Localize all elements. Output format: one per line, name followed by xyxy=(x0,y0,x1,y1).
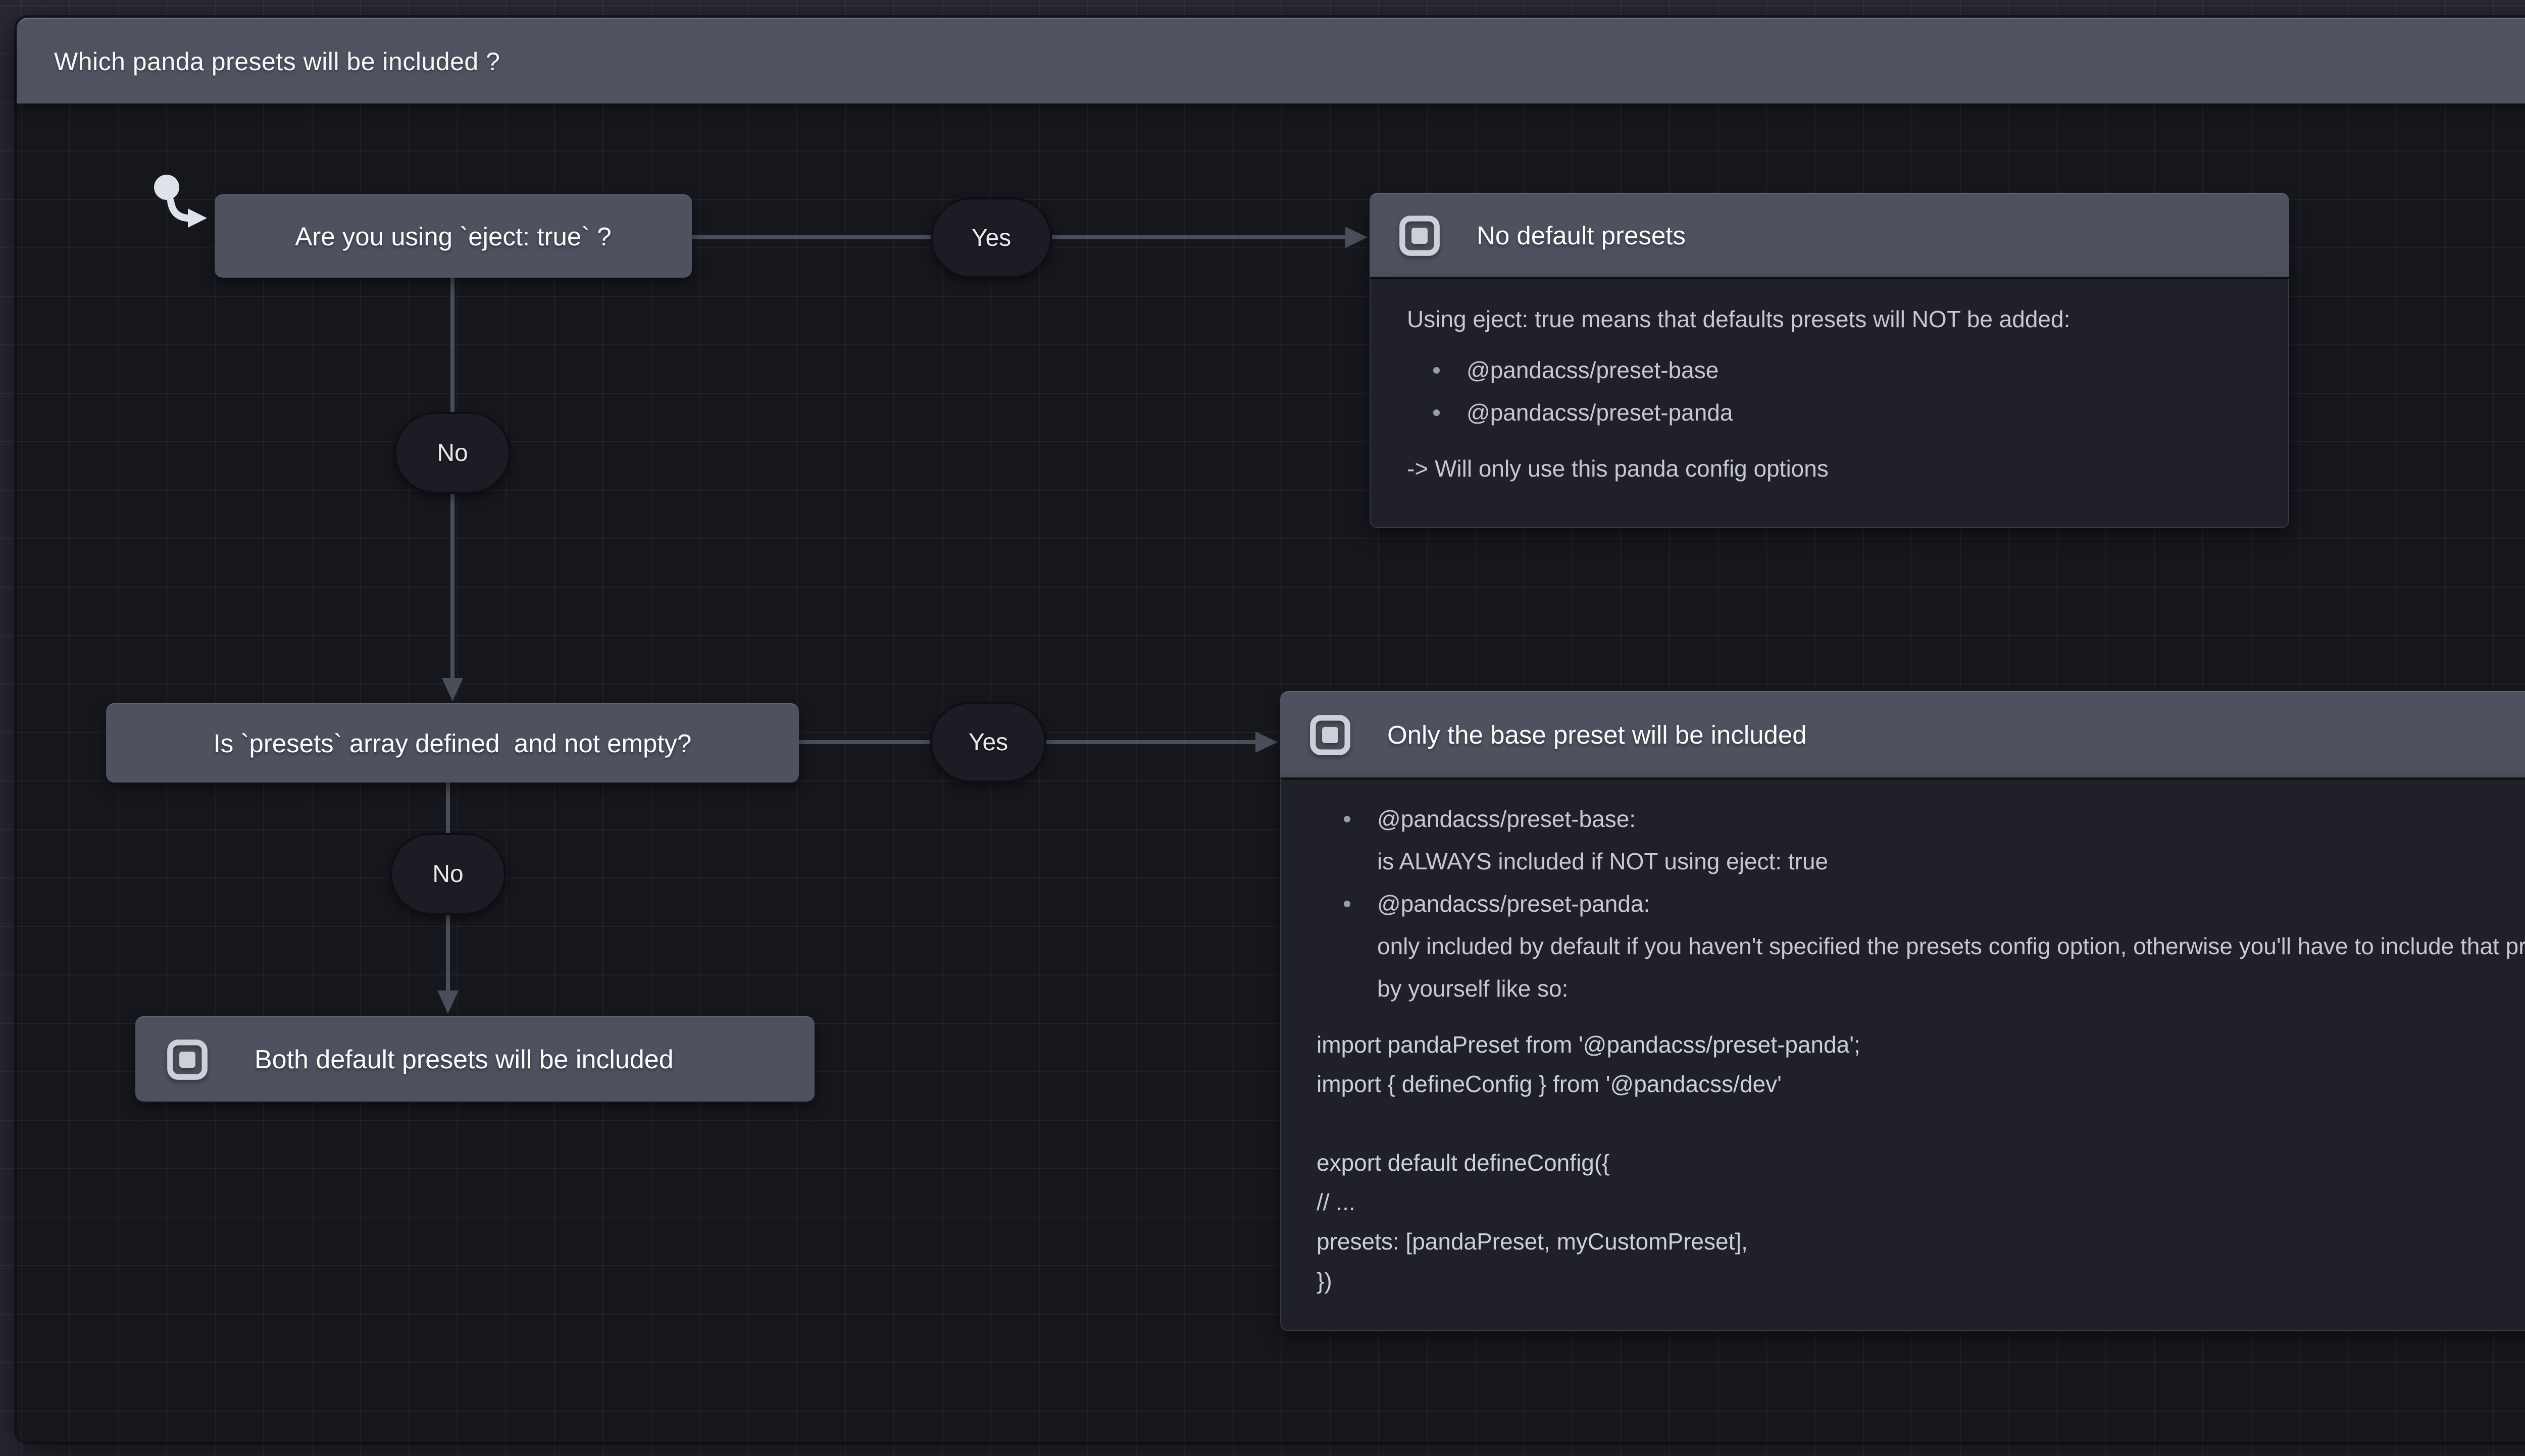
connector-yes-to-base xyxy=(1046,740,1257,744)
frame-title: Which panda presets will be included ? xyxy=(54,47,500,76)
code-line: import pandaPreset from '@pandacss/prese… xyxy=(1317,1031,1860,1058)
question-node-presets-array[interactable]: Is `presets` array defined and not empty… xyxy=(106,703,799,783)
edge-pill-label: No xyxy=(437,439,468,466)
card-body: Using eject: true means that defaults pr… xyxy=(1370,277,2289,528)
arrow-head-icon xyxy=(1345,227,1368,248)
edge-pill-yes-1[interactable]: Yes xyxy=(931,197,1052,278)
card-header[interactable]: No default presets xyxy=(1370,193,2289,277)
connector-yes-to-ndp xyxy=(1052,235,1347,239)
result-label: Both default presets will be included xyxy=(255,1045,674,1074)
list-item: @pandacss/preset-base xyxy=(1433,349,2252,391)
edge-pill-no-2[interactable]: No xyxy=(390,833,506,915)
connector-q1-to-yes xyxy=(692,235,931,239)
card-title: No default presets xyxy=(1477,221,1686,250)
shape-icon xyxy=(1399,215,1440,256)
arrow-head-icon xyxy=(437,991,459,1014)
card-title: Only the base preset will be included xyxy=(1387,720,1807,749)
list-item: @pandacss/preset-panda xyxy=(1433,391,2252,434)
code-line xyxy=(1317,1104,2525,1143)
connector-q1-to-no xyxy=(450,278,454,412)
edge-pill-label: Yes xyxy=(968,729,1008,756)
preset-description: only included by default if you haven't … xyxy=(1377,933,2525,1002)
frame-title-bar[interactable]: Which panda presets will be included ? xyxy=(17,18,2525,103)
card-header[interactable]: Only the base preset will be included xyxy=(1280,691,2525,777)
code-line: }) xyxy=(1317,1268,1332,1294)
pointer-annotation-icon xyxy=(154,175,207,228)
shape-icon xyxy=(167,1039,208,1080)
edge-pill-label: No xyxy=(432,860,464,888)
question-label: Is `presets` array defined and not empty… xyxy=(213,729,692,758)
preset-name: @pandacss/preset-panda: xyxy=(1377,891,1650,917)
list-item: @pandacss/preset-base: is ALWAYS include… xyxy=(1344,798,2525,882)
card-no-default-presets[interactable]: No default presets Using eject: true mea… xyxy=(1370,193,2289,528)
question-node-eject[interactable]: Are you using `eject: true` ? xyxy=(215,194,692,278)
card-outro-text: -> Will only use this panda config optio… xyxy=(1407,455,1829,482)
preset-list: @pandacss/preset-base @pandacss/preset-p… xyxy=(1407,349,2252,434)
list-item: @pandacss/preset-panda: only included by… xyxy=(1344,882,2525,1010)
preset-description: is ALWAYS included if NOT using eject: t… xyxy=(1377,848,1829,874)
connector-q2-to-no xyxy=(446,783,450,833)
code-line: import { defineConfig } from '@pandacss/… xyxy=(1317,1071,1782,1097)
code-line: presets: [pandaPreset, myCustomPreset], xyxy=(1317,1228,1748,1255)
result-node-both-presets[interactable]: Both default presets will be included xyxy=(135,1016,815,1102)
arrow-head-icon xyxy=(442,678,463,701)
connector-no-to-both xyxy=(446,915,450,992)
arrow-head-icon xyxy=(1255,732,1278,753)
edge-pill-label: Yes xyxy=(971,224,1012,251)
connector-q2-to-yes xyxy=(799,740,930,744)
shape-icon xyxy=(1310,714,1350,755)
preset-name: @pandacss/preset-base: xyxy=(1377,806,1636,832)
question-label: Are you using `eject: true` ? xyxy=(295,222,612,251)
edge-pill-no-1[interactable]: No xyxy=(394,412,511,494)
code-line: export default defineConfig({ xyxy=(1317,1150,1610,1176)
card-intro-text: Using eject: true means that defaults pr… xyxy=(1407,306,2070,332)
card-body: @pandacss/preset-base: is ALWAYS include… xyxy=(1280,777,2525,1331)
card-only-base-preset[interactable]: Only the base preset will be included @p… xyxy=(1280,691,2525,1331)
edge-pill-yes-2[interactable]: Yes xyxy=(930,702,1046,783)
connector-no-to-q2 xyxy=(450,494,454,680)
preset-detail-list: @pandacss/preset-base: is ALWAYS include… xyxy=(1317,798,2525,1010)
code-snippet: import pandaPreset from '@pandacss/prese… xyxy=(1317,1025,2525,1301)
code-line: // ... xyxy=(1317,1189,1355,1215)
